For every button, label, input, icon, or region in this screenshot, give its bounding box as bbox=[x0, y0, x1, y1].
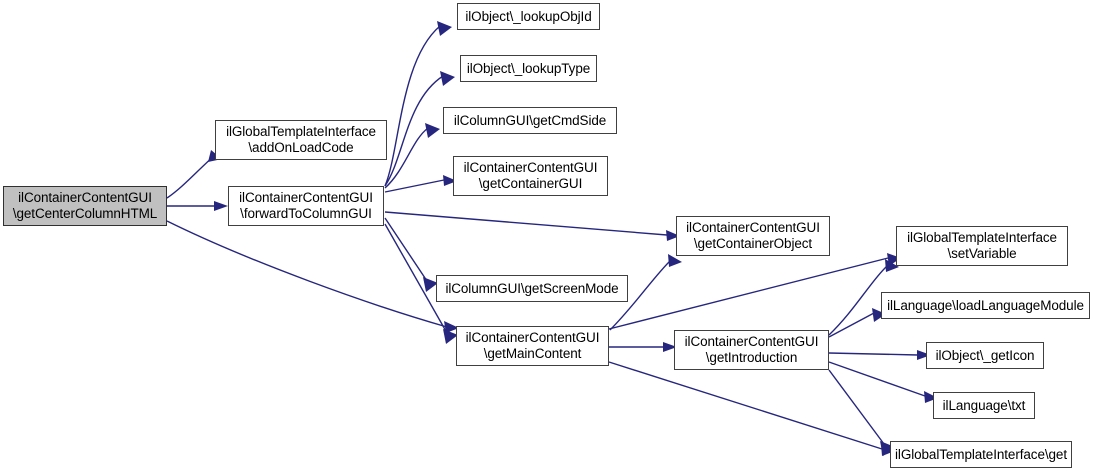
node-label: ilObject\_getIcon bbox=[935, 347, 1035, 363]
arrowhead-icon bbox=[444, 321, 459, 333]
node-getContainerObject[interactable]: ilContainerContentGUI \getContainerObjec… bbox=[676, 216, 830, 256]
node-getIntroduction[interactable]: ilContainerContentGUI \getIntroduction bbox=[674, 330, 829, 370]
arrowhead-icon bbox=[663, 342, 677, 352]
arrowhead-icon bbox=[917, 350, 931, 360]
edge-getCenterColumnHTML-to-forwardToColumnGUI bbox=[167, 201, 228, 211]
arrowhead-icon bbox=[666, 230, 680, 241]
arrowhead-icon bbox=[443, 329, 458, 344]
node-label: ilContainerContentGUI \getContainerObjec… bbox=[686, 220, 820, 251]
node-label: ilGlobalTemplateInterface \addOnLoadCode bbox=[226, 124, 376, 155]
node-label: ilLanguage\loadLanguageModule bbox=[887, 297, 1084, 313]
node-label: ilObject\_lookupType bbox=[466, 60, 591, 76]
node-lookupObjId[interactable]: ilObject\_lookupObjId bbox=[457, 3, 600, 30]
node-getContainerGUI[interactable]: ilContainerContentGUI \getContainerGUI bbox=[453, 156, 608, 196]
edge-getMainContent-to-setVariable bbox=[608, 253, 901, 330]
node-label: ilGlobalTemplateInterface\get bbox=[895, 446, 1067, 462]
node-label: ilContainerContentGUI \getIntroduction bbox=[684, 334, 819, 365]
arrowhead-icon bbox=[443, 175, 457, 186]
edge-getIntroduction-to-globalTemplateGet bbox=[828, 369, 895, 456]
node-lookupType[interactable]: ilObject\_lookupType bbox=[460, 55, 597, 82]
node-setVariable[interactable]: ilGlobalTemplateInterface \setVariable bbox=[896, 226, 1068, 266]
arrowhead-icon bbox=[440, 71, 455, 86]
node-label: ilContainerContentGUI \getContainerGUI bbox=[463, 160, 598, 191]
node-label: ilGlobalTemplateInterface \setVariable bbox=[907, 230, 1057, 261]
node-getCenterColumnHTML[interactable]: ilContainerContentGUI \getCenterColumnHT… bbox=[3, 186, 167, 226]
edge-forwardToColumnGUI-to-lookupObjId bbox=[384, 21, 452, 187]
node-label: ilLanguage\txt bbox=[942, 397, 1026, 413]
edge-getIntroduction-to-setVariable bbox=[828, 259, 899, 336]
arrowhead-icon bbox=[425, 123, 440, 138]
arrowhead-icon bbox=[924, 391, 938, 403]
arrowhead-icon bbox=[214, 201, 228, 211]
edge-getMainContent-to-getContainerObject bbox=[609, 254, 682, 331]
node-label: ilContainerContentGUI \getMainContent bbox=[465, 330, 600, 361]
edge-forwardToColumnGUI-to-getMainContent bbox=[384, 223, 458, 344]
node-getCmdSide[interactable]: ilColumnGUI\getCmdSide bbox=[443, 107, 617, 134]
node-label: ilContainerContentGUI \getCenterColumnHT… bbox=[12, 190, 158, 221]
node-label: ilColumnGUI\getScreenMode bbox=[445, 280, 619, 296]
node-forwardToColumnGUI[interactable]: ilContainerContentGUI \forwardToColumnGU… bbox=[228, 186, 384, 226]
edge-forwardToColumnGUI-to-getContainerGUI bbox=[384, 175, 457, 193]
edge-getCenterColumnHTML-to-addOnLoadCode bbox=[166, 150, 222, 199]
edge-getMainContent-to-globalTemplateGet bbox=[608, 361, 895, 456]
edge-forwardToColumnGUI-to-getCmdSide bbox=[384, 123, 440, 189]
node-getScreenMode[interactable]: ilColumnGUI\getScreenMode bbox=[436, 275, 628, 302]
edge-forwardToColumnGUI-to-getScreenMode bbox=[384, 217, 438, 292]
arrowhead-icon bbox=[437, 21, 452, 36]
edge-getMainContent-to-getIntroduction bbox=[609, 342, 677, 352]
node-label: ilContainerContentGUI \forwardToColumnGU… bbox=[239, 190, 373, 221]
node-getMainContent[interactable]: ilContainerContentGUI \getMainContent bbox=[456, 326, 609, 366]
arrowhead-icon bbox=[872, 308, 886, 322]
edge-getCenterColumnHTML-to-getMainContent bbox=[166, 220, 459, 333]
edge-forwardToColumnGUI-to-getContainerObject bbox=[384, 211, 680, 241]
node-addOnLoadCode[interactable]: ilGlobalTemplateInterface \addOnLoadCode bbox=[215, 120, 387, 160]
edge-getIntroduction-to-txt bbox=[828, 361, 938, 403]
node-loadLanguageModule[interactable]: ilLanguage\loadLanguageModule bbox=[881, 292, 1090, 319]
node-globalTemplateGet[interactable]: ilGlobalTemplateInterface\get bbox=[890, 441, 1072, 468]
edge-getIntroduction-to-loadLanguageModule bbox=[828, 308, 886, 338]
arrowhead-icon bbox=[423, 277, 438, 292]
node-txt[interactable]: ilLanguage\txt bbox=[933, 392, 1035, 419]
arrowhead-icon bbox=[668, 254, 682, 267]
edge-getIntroduction-to-getIcon bbox=[828, 350, 931, 360]
node-label: ilObject\_lookupObjId bbox=[465, 8, 592, 24]
node-getIcon[interactable]: ilObject\_getIcon bbox=[926, 342, 1044, 369]
node-label: ilColumnGUI\getCmdSide bbox=[453, 112, 607, 128]
arrowhead-icon bbox=[885, 259, 899, 272]
arrowhead-icon bbox=[880, 441, 895, 456]
edge-forwardToColumnGUI-to-lookupType bbox=[384, 71, 455, 187]
